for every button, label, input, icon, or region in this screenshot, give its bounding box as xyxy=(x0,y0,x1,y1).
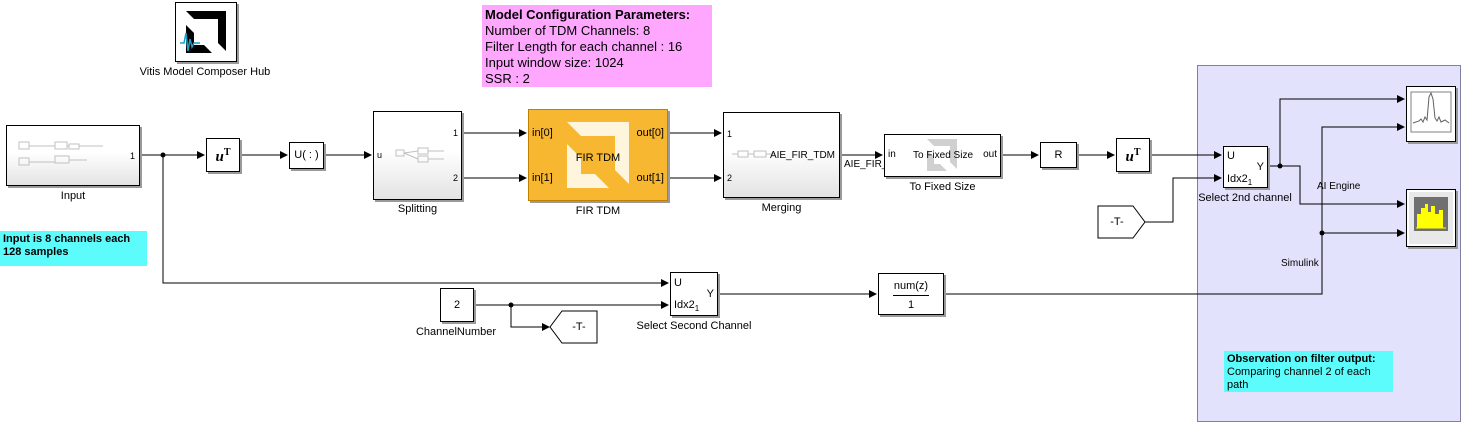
select2nd-u-label: U xyxy=(1227,150,1235,162)
transpose-1-sup: T xyxy=(223,147,231,158)
transpose-2-symbol: uT xyxy=(1117,147,1149,166)
model-composer-hub-block[interactable] xyxy=(175,2,237,62)
input-note-line1: Input is 8 channels each xyxy=(3,233,131,245)
goto-bottom-text: -T- xyxy=(572,321,586,333)
subsystem-preview-icon xyxy=(732,150,774,158)
select2nd-idx-label: Idx21 xyxy=(1227,173,1252,187)
spectrum-icon xyxy=(1410,91,1452,133)
select-second-idx-sub: 1 xyxy=(694,304,700,314)
filter-denominator: 1 xyxy=(907,299,915,311)
merging-label: Merging xyxy=(761,202,802,214)
splitting-label: Splitting xyxy=(397,203,438,215)
select-second-channel-block[interactable]: U Idx21 Y xyxy=(670,272,718,316)
select-second-idx-label: Idx21 xyxy=(674,299,699,313)
spectrum-analyzer-block[interactable] xyxy=(1406,86,1456,142)
select2nd-idx-sub: 1 xyxy=(1247,178,1253,188)
splitting-port-out2-label: 2 xyxy=(452,173,458,183)
channel-number-label: ChannelNumber xyxy=(415,326,497,338)
merging-in1-label: 1 xyxy=(727,129,733,139)
fixed-port-out-label: out xyxy=(983,149,997,160)
observation-title: Observation on filter output: xyxy=(1227,353,1376,365)
select-second-channel-label: Select Second Channel xyxy=(636,320,752,332)
fir-label: FIR TDM xyxy=(575,205,621,217)
observation-line1: Comparing channel 2 of each xyxy=(1227,366,1371,378)
fir-in1-label: in[1] xyxy=(532,172,553,184)
input-subsystem-block[interactable]: 1 xyxy=(6,125,140,186)
merging-center-text: AIE_FIR_TDM xyxy=(769,150,835,161)
select-second-y-label: Y xyxy=(706,288,714,300)
select-2nd-channel-label: Select 2nd channel xyxy=(1198,192,1292,204)
to-fixed-size-label: To Fixed Size xyxy=(909,181,976,193)
amd-logo-icon xyxy=(927,139,957,171)
select-second-idx-text: Idx2 xyxy=(674,299,695,311)
transpose-1-symbol: uT xyxy=(207,147,239,166)
filter-numerator: num(z) xyxy=(893,280,929,292)
select2nd-idx-text: Idx2 xyxy=(1227,173,1248,185)
constant-value: 2 xyxy=(453,299,461,311)
fixed-center-text: To Fixed Size xyxy=(912,150,974,161)
observation-annotation: Observation on filter output: Comparing … xyxy=(1224,351,1393,392)
observation-line2: path xyxy=(1227,379,1249,391)
config-channels: Number of TDM Channels: 8 xyxy=(485,23,651,38)
transpose-2-u: u xyxy=(1125,149,1134,165)
reshape-block[interactable]: U( : ) xyxy=(289,142,324,169)
hub-label: Vitis Model Composer Hub xyxy=(139,66,271,78)
reshape-r-text: R xyxy=(1054,149,1063,161)
scope-icon xyxy=(1409,192,1453,244)
amd-logo-icon xyxy=(567,122,629,188)
goto-top-text: -T- xyxy=(1110,216,1124,228)
config-ssr: SSR : 2 xyxy=(485,71,530,86)
merging-in2-label: 2 xyxy=(727,173,733,183)
goto-tag-block-bottom[interactable] xyxy=(549,310,599,344)
reshape-text: U( : ) xyxy=(294,149,319,161)
config-window-size: Input window size: 1024 xyxy=(485,55,624,70)
transpose-block-1[interactable]: uT xyxy=(206,138,240,172)
input-note-line2: 128 samples xyxy=(3,246,69,258)
channel-number-constant-block[interactable]: 2 xyxy=(440,288,474,322)
splitting-port-in-label: u xyxy=(377,150,383,160)
filter-fraction-bar xyxy=(893,295,929,296)
config-filter-length: Filter Length for each channel : 16 xyxy=(485,39,683,54)
fir-out1-label: out[1] xyxy=(636,172,664,184)
select-2nd-channel-block[interactable]: U Idx21 Y xyxy=(1223,146,1268,188)
config-title: Model Configuration Parameters: xyxy=(485,7,691,22)
subsystem-preview-icon xyxy=(18,141,103,166)
input-label: Input xyxy=(60,190,86,202)
select2nd-y-label: Y xyxy=(1256,161,1264,173)
signal-name-label: AIE_FIR_TDM xyxy=(844,159,910,170)
splitting-port-out1-label: 1 xyxy=(452,128,458,138)
config-annotation: Model Configuration Parameters: Number o… xyxy=(482,5,712,87)
scope-block[interactable] xyxy=(1406,189,1456,247)
input-annotation: Input is 8 channels each 128 samples xyxy=(0,231,147,266)
fir-in0-label: in[0] xyxy=(532,127,553,139)
merging-subsystem-block[interactable]: 1 2 AIE_FIR_TDM xyxy=(723,112,840,198)
transpose-block-2[interactable]: uT xyxy=(1116,138,1150,172)
fir-title: FIR TDM xyxy=(575,152,621,164)
input-port-out-label: 1 xyxy=(129,151,135,161)
amd-logo-icon xyxy=(180,11,226,53)
simulink-label: Simulink xyxy=(1281,258,1319,269)
fir-out0-label: out[0] xyxy=(636,127,664,139)
fir-tdm-block[interactable]: FIR TDM in[0] in[1] out[0] out[1] xyxy=(528,109,668,201)
goto-tag-block-top[interactable] xyxy=(1097,205,1147,239)
discrete-filter-block[interactable]: num(z) 1 xyxy=(878,273,944,315)
select-second-u-label: U xyxy=(674,277,682,289)
ai-engine-label: AI Engine xyxy=(1317,181,1361,192)
splitting-subsystem-block[interactable]: u 1 2 xyxy=(373,111,462,200)
to-fixed-size-block[interactable]: in To Fixed Size out xyxy=(884,134,1001,177)
transpose-2-sup: T xyxy=(1133,147,1141,158)
subsystem-preview-icon xyxy=(395,147,444,163)
reshape-r-block[interactable]: R xyxy=(1040,142,1077,168)
fixed-port-in-label: in xyxy=(888,149,896,160)
transpose-1-u: u xyxy=(215,149,224,165)
